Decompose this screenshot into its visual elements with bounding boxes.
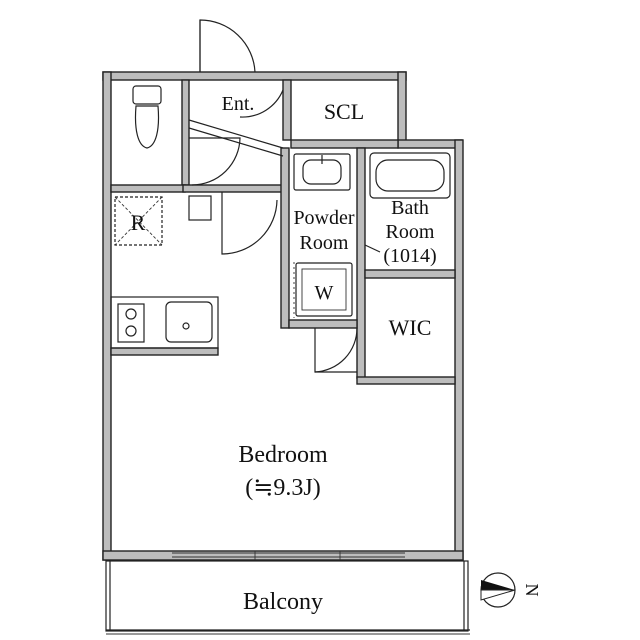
bathtub xyxy=(369,152,451,199)
refrigerator-space xyxy=(114,196,163,246)
washer-pan xyxy=(293,262,353,318)
bath-room-size: (1014) xyxy=(383,245,436,267)
kitchen-sink xyxy=(165,301,213,343)
powder-room-label-1: Powder xyxy=(293,207,354,229)
bath-room-label-1: Bath xyxy=(391,197,429,219)
balcony-label: Balcony xyxy=(243,589,323,615)
compass-icon: N xyxy=(480,572,542,608)
washer-label: W xyxy=(315,282,334,304)
balcony xyxy=(105,560,470,635)
wic-label: WIC xyxy=(389,315,432,340)
toilet xyxy=(132,85,162,149)
doors xyxy=(188,19,381,373)
bedroom-size: (≒9.3J) xyxy=(245,475,320,501)
entrance-label: Ent. xyxy=(222,93,255,115)
bedroom-window xyxy=(172,551,405,560)
bath-room-label-2: Room xyxy=(386,221,435,243)
scl-label: SCL xyxy=(324,99,364,124)
compass-north-label: N xyxy=(522,584,542,597)
bedroom-label: Bedroom xyxy=(238,442,328,468)
refrigerator-label: R xyxy=(131,210,146,235)
powder-room-label-2: Room xyxy=(300,232,349,254)
wash-basin xyxy=(293,153,351,191)
interior-walls xyxy=(110,79,456,385)
stove xyxy=(117,303,145,343)
outer-walls xyxy=(102,71,464,561)
